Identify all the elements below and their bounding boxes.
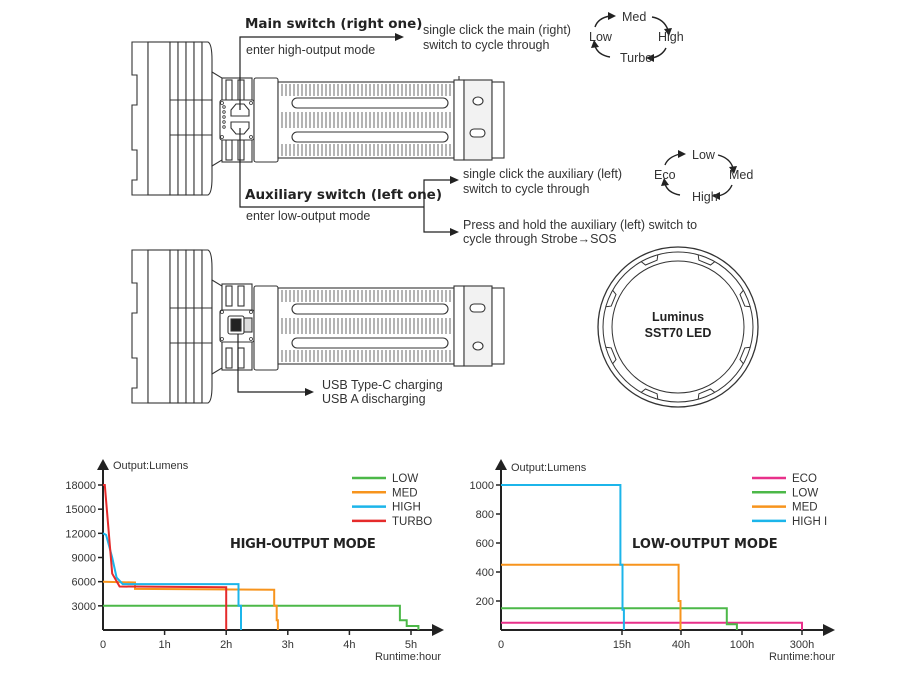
aux-switch-instruction-2b: cycle through Strobe→SOS — [463, 232, 617, 246]
x-tick-label: 40h — [672, 639, 690, 651]
x-tick-label: 1h — [158, 639, 170, 651]
main-switch-instruction-1: single click the main (right) — [423, 23, 571, 37]
y-axis-label: Output:Lumens — [511, 462, 587, 474]
y-tick-label: 15000 — [65, 504, 96, 516]
legend-label: MED — [392, 487, 418, 499]
led-lens — [597, 246, 759, 408]
aux-switch-subtitle: enter low-output mode — [246, 209, 371, 223]
chart-title: HIGH-OUTPUT MODE — [230, 537, 375, 552]
x-axis-arrow — [432, 624, 444, 636]
legend-label: HIGH — [392, 502, 421, 514]
series-line-turbo — [103, 484, 228, 630]
y-tick-label: 6000 — [72, 577, 96, 589]
x-tick-label: 0 — [100, 639, 106, 651]
x-tick-label: 4h — [343, 639, 355, 651]
y-tick-label: 9000 — [72, 553, 96, 565]
flashlight-diagram — [131, 12, 759, 408]
aux-switch-leader — [239, 128, 424, 208]
y-tick-label: 600 — [476, 538, 494, 550]
head-bezel — [131, 41, 149, 196]
y-tick-label: 200 — [476, 596, 494, 608]
main-switch-instruction-2: switch to cycle through — [423, 38, 550, 52]
aux-cycle-eco: Eco — [654, 168, 676, 182]
aux-cycle-med: Med — [729, 168, 754, 182]
usb-discharging-label: USB A discharging — [322, 392, 426, 406]
aux-cycle-high: High — [692, 190, 718, 204]
x-axis-arrow — [823, 624, 835, 636]
aux-switch-title: Auxiliary switch (left one) — [245, 187, 443, 203]
arrow-head — [450, 176, 459, 184]
y-tick-label: 1000 — [470, 480, 494, 492]
x-axis-label: Runtime:hour — [769, 651, 835, 663]
main-switch-subtitle: enter high-output mode — [246, 43, 376, 57]
x-tick-label: 0 — [498, 639, 504, 651]
legend-label: TURBO — [392, 516, 432, 528]
main-switch-leader — [239, 36, 395, 110]
series-line-low — [501, 607, 738, 630]
series-line-low — [103, 604, 420, 630]
y-tick-label: 400 — [476, 567, 494, 579]
main-switch-title: Main switch (right one) — [245, 16, 423, 32]
arrow-head — [305, 388, 314, 396]
usb-charging-label: USB Type-C charging — [322, 378, 443, 392]
low-output-chart: Output:Lumens Runtime:hour 0 15h 40h 100h 30… — [470, 459, 835, 663]
legend-label: ECO — [792, 473, 817, 485]
series-line-high-i — [501, 484, 625, 630]
led-label-model: SST70 LED — [644, 326, 712, 340]
y-tick-label: 18000 — [65, 480, 96, 492]
flashlight-bottom-view — [131, 249, 505, 404]
legend-label: LOW — [392, 473, 418, 485]
runtime-charts: Output:Lumens Runtime:hour 0 1h 2h 3h 4h 5h 30… — [65, 459, 835, 663]
usb-type-c-icon — [230, 318, 242, 332]
aux-cycle-low: Low — [692, 148, 715, 162]
legend-label: LOW — [792, 487, 818, 499]
series-line-high — [102, 532, 242, 630]
main-cycle-med: Med — [622, 10, 647, 24]
legend-label: MED — [792, 502, 818, 514]
flashlight-top-view — [131, 41, 505, 196]
main-cycle-turbo: Turbo — [620, 51, 653, 65]
y-tick-label: 3000 — [72, 601, 96, 613]
series-line-eco — [501, 621, 803, 630]
high-output-chart: Output:Lumens Runtime:hour 0 1h 2h 3h 4h 5h 30… — [65, 459, 444, 663]
aux-switch-instruction-1b: switch to cycle through — [463, 182, 590, 196]
x-tick-label: 100h — [730, 639, 754, 651]
x-tick-label: 3h — [282, 639, 294, 651]
arrow-head — [395, 33, 404, 41]
legend-label: HIGH I — [792, 516, 827, 528]
x-tick-label: 5h — [405, 639, 417, 651]
x-tick-label: 15h — [613, 639, 631, 651]
y-axis-arrow — [97, 459, 109, 470]
y-axis-arrow — [495, 459, 507, 470]
x-tick-label: 2h — [220, 639, 232, 651]
main-cycle-high: High — [658, 30, 684, 44]
aux-switch-instruction-2a: Press and hold the auxiliary (left) swit… — [463, 218, 698, 232]
aux-switch-instruction-1a: single click the auxiliary (left) — [463, 167, 623, 181]
arrow-head — [450, 228, 459, 236]
y-tick-label: 12000 — [65, 528, 96, 540]
led-label-brand: Luminus — [651, 310, 705, 324]
main-cycle-low: Low — [589, 30, 612, 44]
x-axis-label: Runtime:hour — [375, 651, 441, 663]
chart-title: LOW-OUTPUT MODE — [632, 537, 778, 552]
usb-leader — [237, 334, 305, 393]
series-line-med — [501, 563, 682, 630]
y-tick-label: 800 — [476, 509, 494, 521]
y-axis-label: Output:Lumens — [113, 460, 189, 472]
x-tick-label: 300h — [790, 639, 814, 651]
